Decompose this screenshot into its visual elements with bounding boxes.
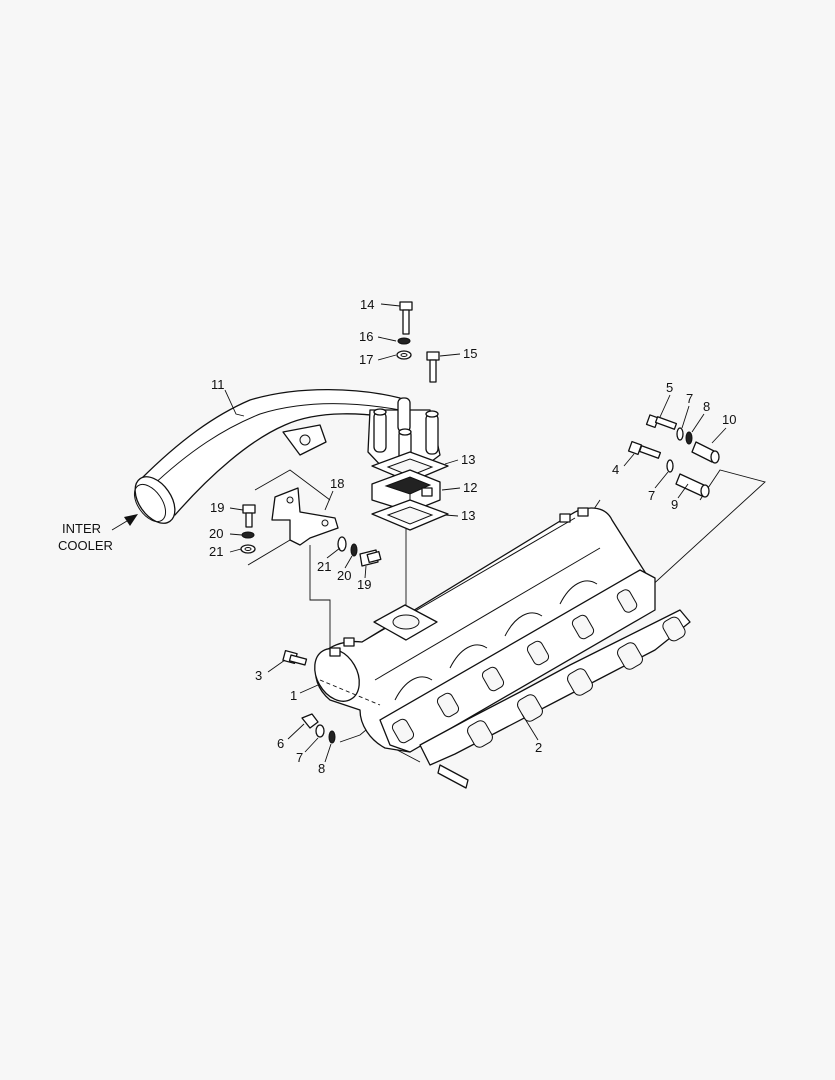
callout-13-upper: 13	[461, 452, 475, 467]
callout-leaders	[224, 303, 727, 763]
callout-4: 4	[612, 462, 619, 477]
washer-20-left	[241, 531, 255, 539]
callout-21-left: 21	[209, 544, 223, 559]
callout-3: 3	[255, 668, 262, 683]
washer-7-upper	[676, 427, 684, 441]
callout-20-right: 20	[337, 568, 351, 583]
callout-21-right: 21	[317, 559, 331, 574]
nut-6	[301, 713, 319, 729]
washer-8-upper	[685, 431, 693, 445]
callout-12: 12	[463, 480, 477, 495]
callout-11: 11	[211, 377, 225, 392]
callout-7-upper: 7	[686, 391, 693, 406]
callout-17: 17	[359, 352, 373, 367]
intercooler-pipe	[133, 389, 406, 524]
callout-19-right: 19	[357, 577, 371, 592]
bolt-19-right	[359, 549, 382, 567]
callout-8-upper: 8	[703, 399, 710, 414]
callout-2: 2	[535, 740, 542, 755]
bolt-4	[627, 440, 662, 459]
washer-21-left	[240, 544, 256, 554]
washer-7-lower	[666, 459, 674, 473]
callout-5: 5	[666, 380, 673, 395]
callout-7-bottom: 7	[296, 750, 303, 765]
callout-1: 1	[290, 688, 297, 703]
intercooler-label-line1: INTER	[62, 521, 101, 536]
spacer-9	[675, 473, 710, 498]
callout-16: 16	[359, 329, 373, 344]
gasket-13-lower	[371, 499, 449, 531]
washer-17	[396, 350, 412, 360]
heater-valve-12	[371, 469, 441, 513]
washer-21-right	[337, 536, 347, 552]
callout-20-left: 20	[209, 526, 223, 541]
callout-14: 14	[360, 297, 374, 312]
washer-20-right	[350, 543, 358, 557]
callout-13-lower: 13	[461, 508, 475, 523]
bolt-19-left	[242, 504, 256, 528]
intercooler-label-line2: COOLER	[58, 538, 113, 553]
intercooler-arrow	[111, 514, 138, 531]
bolt-5	[645, 414, 678, 430]
spacer-10	[691, 441, 720, 464]
callout-6: 6	[277, 736, 284, 751]
washer-16	[397, 337, 411, 345]
callout-8-bottom: 8	[318, 761, 325, 776]
pipe-elbow-flange	[367, 397, 441, 471]
callout-numbers: 14 16 17 15 11 13 12 13 18 19 20 21 21 2…	[209, 297, 736, 776]
bolt-14	[399, 301, 413, 335]
callout-9: 9	[671, 497, 678, 512]
callout-10: 10	[722, 412, 736, 427]
washer-7-bottom	[315, 724, 325, 738]
intake-manifold	[314, 507, 656, 789]
manifold-gasket-2	[419, 609, 691, 766]
callout-18: 18	[330, 476, 344, 491]
bolt-3	[282, 649, 308, 666]
washer-8-bottom	[328, 730, 336, 744]
callout-7-lower: 7	[648, 488, 655, 503]
callout-19-left: 19	[210, 500, 224, 515]
callout-15: 15	[463, 346, 477, 361]
bracket-18	[271, 487, 339, 546]
bolt-15	[426, 351, 440, 383]
